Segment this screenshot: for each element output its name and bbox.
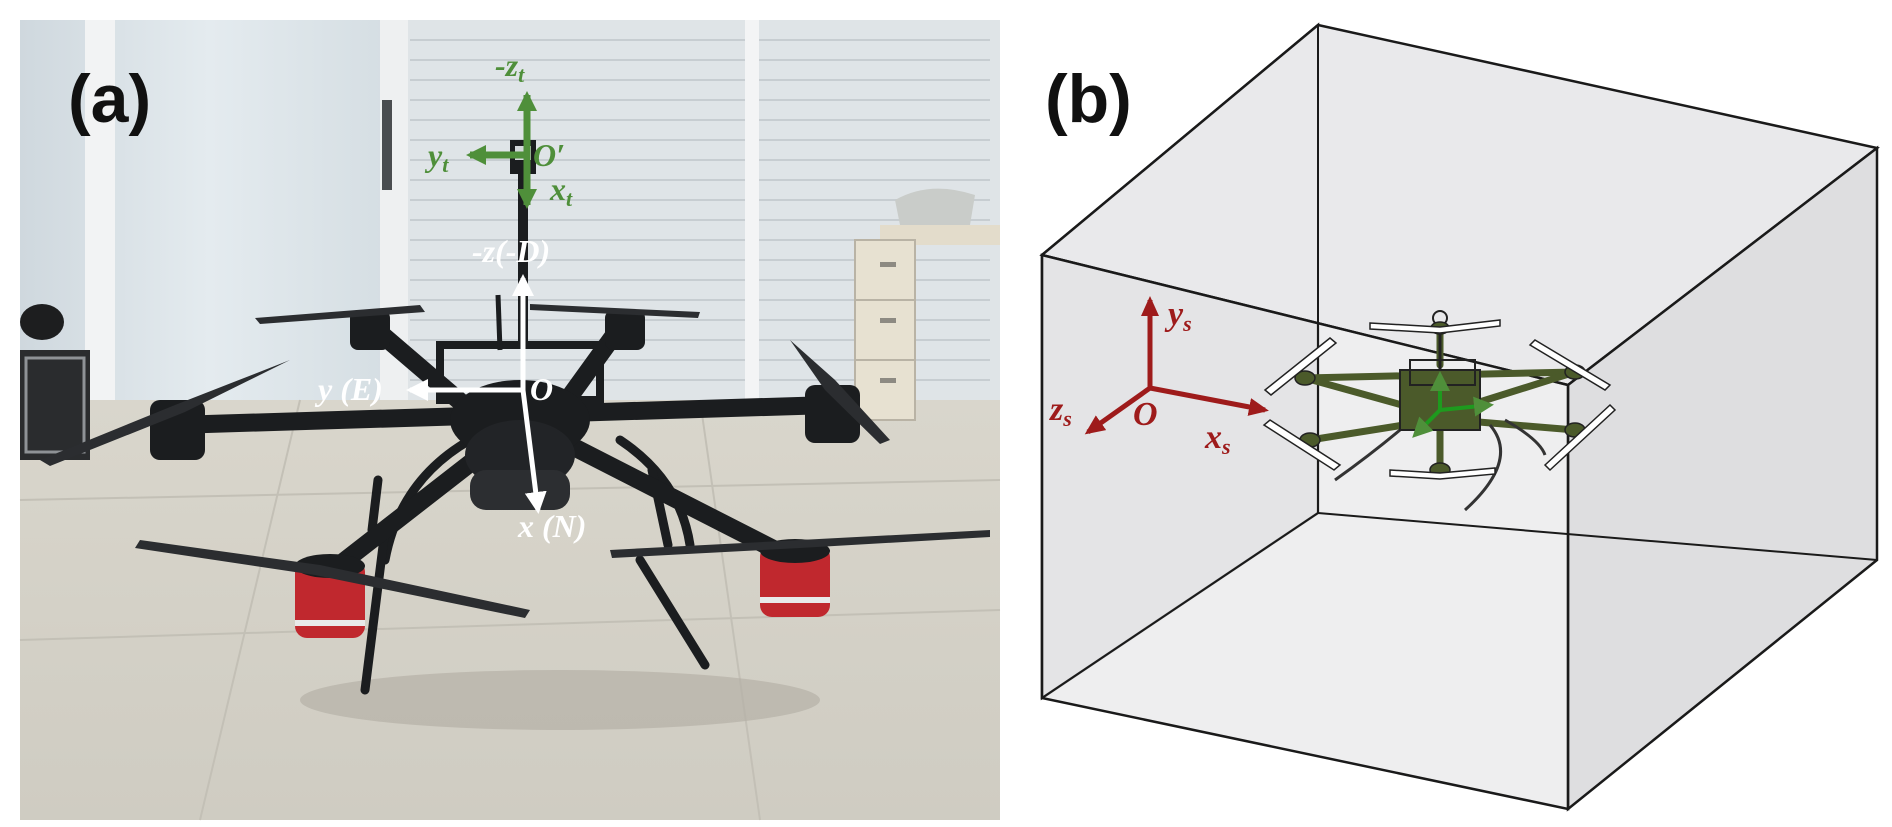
space-y-axis-label: ys [1164,296,1192,336]
tool-origin-label: O′ [533,137,565,173]
box-hidden-edge [1317,512,1878,561]
office-desk [854,188,1000,421]
space-x-axis-label: xs [1204,419,1231,459]
body-y-axis-label: y (E) [314,371,383,407]
drone-propellers [40,304,990,618]
body-x-axis-label: x (N) [517,508,586,544]
panel-a: (a) -zt yt xt O′ -z(-D) y (E) x (N) O [19,20,1001,821]
equipment-case [20,304,90,460]
drone-shadow [300,670,820,730]
door-handle [382,100,392,190]
panel-a-label: (a) [68,61,151,137]
space-origin-label: O [1133,396,1158,433]
box-hidden-edge [1041,512,1319,699]
panel-b: (b) [1039,22,1880,812]
body-frame: -z(-D) y (E) x (N) O [314,233,586,544]
space-x-axis-arrow [1149,385,1269,416]
cad-propellers [1262,319,1617,480]
glass-partition-left [20,20,400,400]
tool-frame: -zt yt xt O′ [424,47,573,211]
door-frame [85,20,115,400]
tool-z-axis-label: -zt [495,47,525,87]
space-z-axis-label: zs [1049,391,1072,431]
tool-y-axis-label: yt [424,137,449,177]
body-x-axis-arrow [520,389,547,514]
body-origin-label: O [530,371,553,407]
drone-cad-model [1262,310,1617,512]
window-frame [745,20,759,400]
panel-b-label: (b) [1045,61,1132,137]
cad-landing-gear [1334,418,1547,512]
space-frame: ys xs zs O [1049,296,1269,459]
space-z-axis-arrow [1084,385,1152,435]
body-z-axis-label: -z(-D) [472,233,550,269]
tool-x-axis-label: xt [549,171,573,211]
cad-body-axes [1412,371,1494,438]
